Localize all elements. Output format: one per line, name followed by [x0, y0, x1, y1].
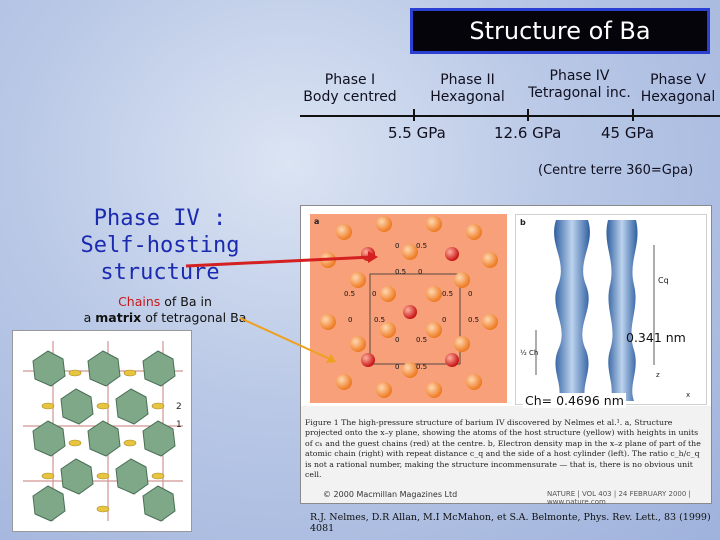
pressure-axis: [300, 115, 720, 117]
panel-b-drawing: b Cq ½ Ch z x: [520, 218, 690, 401]
chains-description: Chains of Ba in a matrix of tetragonal B…: [70, 294, 260, 326]
crystal-label-1: 1: [176, 420, 182, 430]
panel-b-density-map: b Cq ½ Ch z x: [515, 214, 707, 405]
pressure-label: 5.5 GPa: [388, 124, 446, 142]
chains-text-1: of Ba in: [160, 294, 212, 309]
panel-b-letter: b: [520, 218, 526, 227]
height-label: 0: [348, 316, 352, 324]
height-label: 0.5: [395, 268, 406, 276]
ch-distance: Ch= 0.4696 nm: [523, 393, 626, 408]
phase-ii-name: Phase II: [440, 72, 495, 88]
panel-a-drawing: a 0 0.5 0.5 0: [314, 216, 498, 398]
phase-iv-desc: Tetragonal inc.: [528, 85, 631, 101]
height-label: 0.5: [416, 336, 427, 344]
height-label: 0.5: [416, 242, 427, 250]
phase-v-desc: Hexagonal: [640, 89, 716, 105]
phase-ii-desc: Hexagonal: [430, 89, 505, 105]
crystal-label-2: 2: [176, 402, 182, 412]
crystal-structure-image: 2 1: [12, 330, 192, 532]
phase-iv-label: Phase IV Tetragonal inc.: [522, 68, 637, 102]
copyright-text: © 2000 Macmillan Magazines Ltd: [323, 490, 458, 499]
figure-caption: Figure 1 The high-pressure structure of …: [305, 418, 701, 480]
pressure-tick: [632, 109, 634, 121]
heading-line-1: Phase IV :: [93, 206, 227, 231]
panel-a-letter: a: [314, 217, 319, 226]
height-label: 0.5: [374, 316, 385, 324]
phase-iv-name: Phase IV: [549, 68, 610, 84]
ch-half-label: ½ Ch: [520, 349, 538, 357]
height-label: 0.5: [344, 290, 355, 298]
height-label: 0: [372, 290, 376, 298]
height-label: 0: [418, 268, 422, 276]
pressure-tick: [413, 109, 415, 121]
chains-text-3: of tetragonal Ba: [141, 310, 247, 325]
height-label: 0: [395, 363, 399, 371]
height-label: 0: [468, 290, 472, 298]
phase-v-name: Phase V: [650, 72, 706, 88]
height-label: 0: [395, 242, 399, 250]
height-label: 0.5: [416, 363, 427, 371]
crystal-structure-drawing: 2 1: [13, 331, 191, 531]
note-centre-terre: (Centre terre 360=Gpa): [538, 163, 694, 178]
red-arrow-head: [368, 251, 378, 263]
red-arrow: [185, 255, 373, 268]
caption-band: [301, 406, 711, 503]
phase-i-name: Phase I: [324, 72, 376, 88]
height-label: 0.5: [442, 290, 453, 298]
phase-ii-label: Phase II Hexagonal: [420, 72, 515, 106]
phase-iv-heading: Phase IV : Self-hosting structure: [20, 205, 300, 286]
journal-footer: NATURE | VOL 403 | 24 FEBRUARY 2000 | ww…: [547, 490, 691, 506]
slide-title: Structure of Ba: [410, 8, 710, 54]
pressure-tick: [527, 109, 529, 121]
phase-i-label: Phase I Body centred: [300, 72, 400, 106]
axis-z-label: z: [656, 371, 660, 379]
pressure-label: 45 GPa: [601, 124, 655, 142]
panel-a-projection: a 0 0.5 0.5 0: [310, 214, 507, 403]
height-label: 0.5: [468, 316, 479, 324]
matrix-word: matrix: [95, 310, 142, 325]
orange-arrow: [239, 317, 333, 361]
nature-figure: a 0 0.5 0.5 0: [300, 205, 712, 506]
chains-text-2: a: [83, 310, 96, 325]
height-label: 0: [395, 336, 399, 344]
reference-citation: R.J. Nelmes, D.R Allan, M.I McMahon, et …: [310, 512, 711, 534]
heading-line-2: Self-hosting structure: [80, 233, 240, 285]
phase-v-label: Phase V Hexagonal: [636, 72, 720, 106]
chains-word: Chains: [118, 294, 161, 309]
height-label: 0: [442, 316, 446, 324]
cq-distance: 0.341 nm: [626, 330, 686, 345]
orange-arrow-head: [326, 354, 336, 363]
phase-i-desc: Body centred: [303, 89, 397, 105]
cq-label: Cq: [658, 276, 669, 285]
axis-x-label-b: x: [686, 391, 690, 399]
pressure-label: 12.6 GPa: [494, 124, 562, 142]
